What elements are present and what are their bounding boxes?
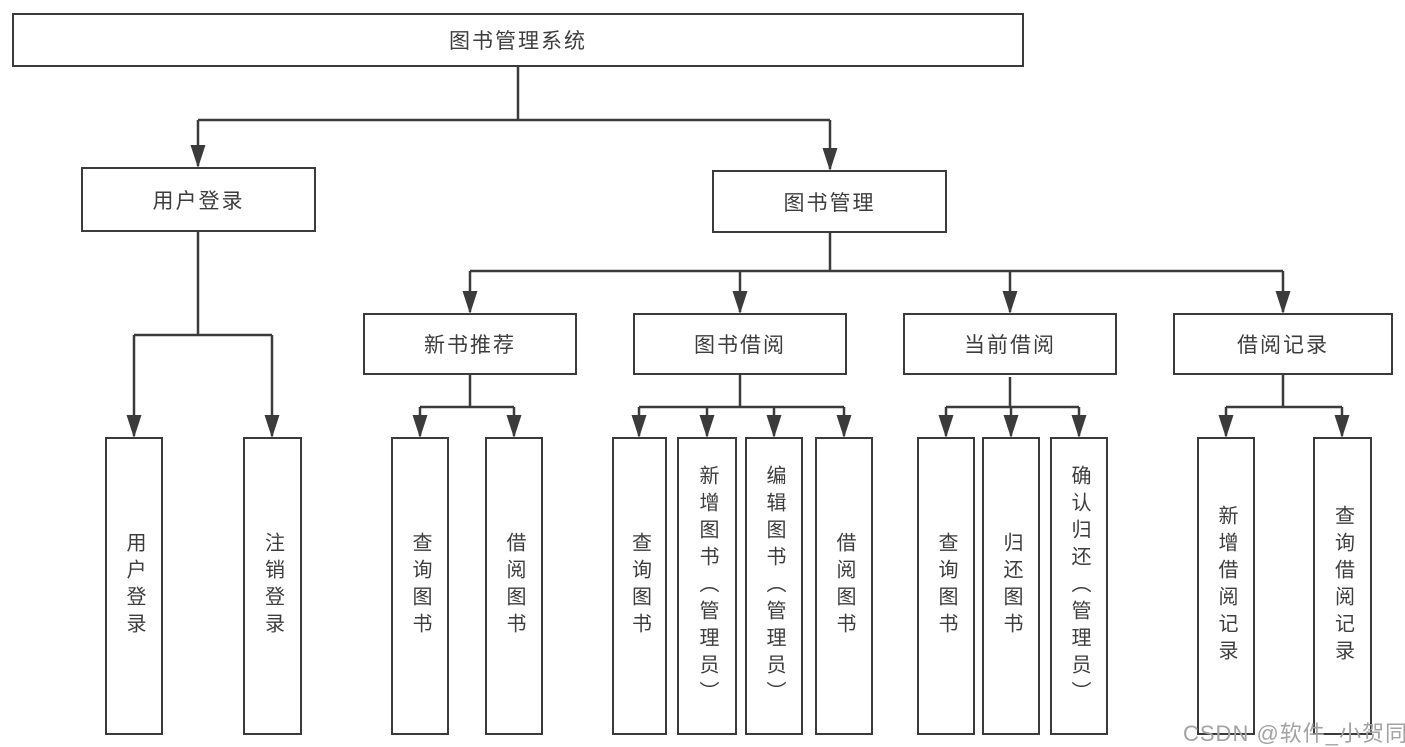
node-label: 确认归还（管理员） — [1068, 464, 1090, 708]
node-leaf-add-books-admin: 新增图书（管理员） — [677, 437, 737, 735]
node-leaf-confirm-return-admin: 确认归还（管理员） — [1050, 437, 1108, 735]
node-leaf-logout: 注销登录 — [243, 437, 302, 735]
node-leaf-return-books: 归还图书 — [982, 437, 1040, 735]
node-library-management-system: 图书管理系统 — [12, 13, 1024, 67]
node-label: 新书推荐 — [424, 334, 516, 357]
node-label: 借阅图书 — [833, 532, 855, 640]
node-label: 借阅记录 — [1237, 334, 1329, 357]
connector-segments — [132, 67, 1344, 436]
node-label: 新增图书（管理员） — [696, 464, 718, 708]
arrowhead-icons — [126, 145, 1350, 438]
node-leaf-query-borrow-record: 查询借阅记录 — [1313, 437, 1372, 735]
node-leaf-query-books-2: 查询图书 — [612, 437, 667, 735]
node-leaf-user-login: 用户登录 — [105, 437, 163, 735]
node-label: 查询图书 — [628, 532, 651, 640]
node-borrowing-records: 借阅记录 — [1173, 313, 1393, 375]
csdn-watermark: CSDN @软件_小贺同学 — [1183, 721, 1405, 746]
node-label: 当前借阅 — [964, 334, 1056, 357]
node-label: 用户登录 — [123, 532, 145, 640]
node-book-borrowing: 图书借阅 — [633, 313, 847, 375]
node-label: 编辑图书（管理员） — [763, 464, 785, 708]
node-label: 注销登录 — [261, 532, 284, 640]
node-label: 归还图书 — [1000, 532, 1022, 640]
node-leaf-add-borrow-record: 新增借阅记录 — [1197, 437, 1255, 735]
node-new-book-recommend: 新书推荐 — [363, 313, 577, 375]
node-label: 借阅图书 — [503, 532, 525, 640]
node-label: 查询借阅记录 — [1331, 505, 1354, 667]
node-leaf-edit-books-admin: 编辑图书（管理员） — [745, 437, 803, 735]
node-label: 图书管理系统 — [449, 30, 587, 53]
node-book-management: 图书管理 — [712, 170, 947, 233]
node-leaf-query-books-1: 查询图书 — [391, 437, 449, 735]
node-label: 图书借阅 — [694, 334, 786, 357]
node-leaf-query-books-3: 查询图书 — [917, 437, 975, 735]
node-leaf-borrow-books-1: 借阅图书 — [485, 437, 543, 735]
node-current-borrowing: 当前借阅 — [903, 313, 1117, 375]
node-user-login: 用户登录 — [81, 167, 316, 232]
node-label: 用户登录 — [152, 189, 245, 213]
node-label: 查询图书 — [935, 532, 957, 640]
node-label: 新增借阅记录 — [1215, 505, 1237, 667]
node-label: 查询图书 — [409, 532, 431, 640]
node-label: 图书管理 — [783, 191, 876, 215]
node-leaf-borrow-books-2: 借阅图书 — [815, 437, 873, 735]
